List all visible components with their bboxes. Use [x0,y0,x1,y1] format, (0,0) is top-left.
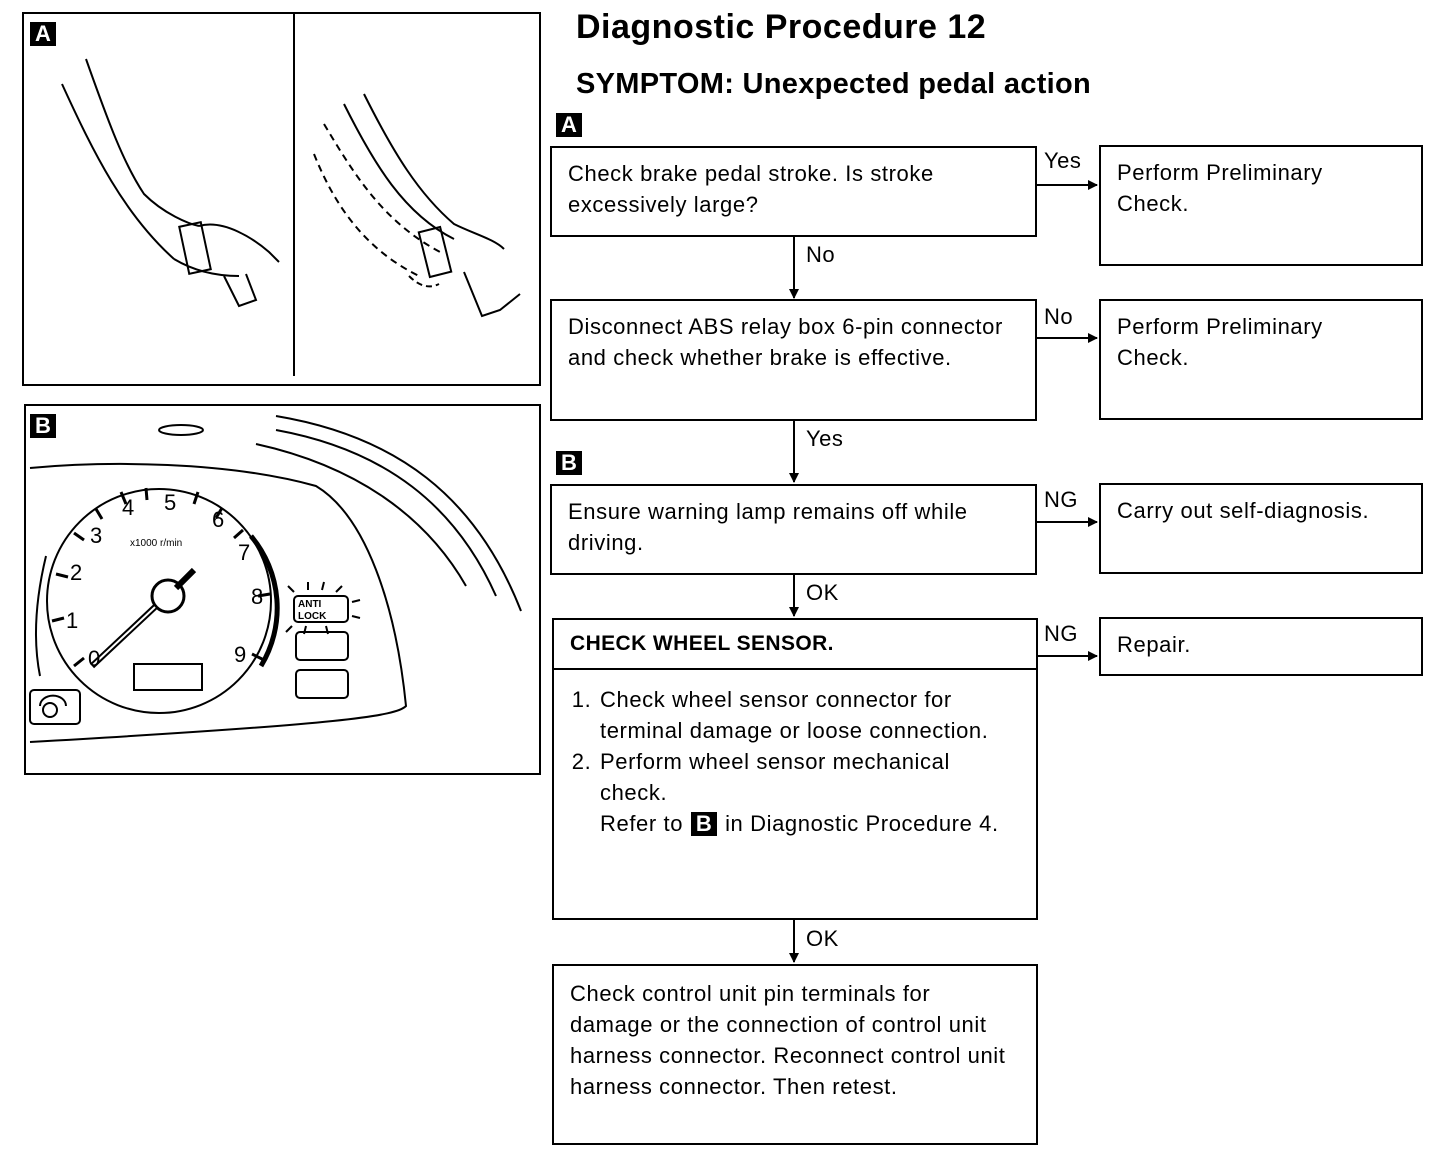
instrument-cluster-illustration: 0 1 2 3 4 5 6 7 8 9 x1000 r/min ANTI LOC… [29,415,522,743]
step4-body: Check wheel sensor connector for termina… [554,670,1036,849]
brake-pedal-illustration [61,14,521,376]
figure-a-tag: A [30,22,56,46]
result-box-1: Perform Preliminary Check. [1099,145,1423,266]
branch-label-step3-down: OK [806,580,839,605]
branch-label-step3-side: NG [1044,487,1078,512]
tach-number-4: 4 [122,495,134,520]
branch-label-step2-down: Yes [806,426,844,451]
tach-number-5: 5 [164,490,176,515]
step4-heading: CHECK WHEEL SENSOR. [554,620,1036,670]
page-title: Diagnostic Procedure 12 [576,8,987,46]
result-box-4: Repair. [1099,617,1423,676]
step4-item-2: Perform wheel sensor mechanical check. R… [598,746,1020,839]
step-box-3: Ensure warning lamp remains off while dr… [550,484,1037,575]
tach-number-3: 3 [90,523,102,548]
step4-refer-suffix: in Diagnostic Procedure 4. [725,811,999,836]
tach-number-8: 8 [251,584,263,609]
step4-item-1: Check wheel sensor connector for termina… [598,684,1020,746]
step-box-5: Check control unit pin terminals for dam… [552,964,1038,1145]
tach-ticks [51,487,271,668]
tach-number-9: 9 [234,642,246,667]
branch-label-step4-down: OK [806,926,839,951]
tach-number-0: 0 [88,646,100,671]
section-a-tag: A [556,113,582,137]
branch-label-step4-side: NG [1044,621,1078,646]
figure-b-panel: B 0 1 2 3 [24,404,541,775]
step-box-1: Check brake pedal stroke. Is stroke exce… [550,146,1037,237]
figure-b-tag: B [30,414,56,438]
tach-number-7: 7 [238,540,250,565]
step-box-2: Disconnect ABS relay box 6-pin connector… [550,299,1037,421]
branch-label-step1-down: No [806,242,836,267]
step-box-4: CHECK WHEEL SENSOR. Check wheel sensor c… [552,618,1038,920]
symptom-heading: SYMPTOM: Unexpected pedal action [576,68,1092,100]
tach-unit-label: x1000 r/min [130,538,182,549]
branch-label-step1-side: Yes [1044,148,1082,173]
anti-lock-lamp-line2: LOCK [298,611,327,622]
step4-refer-tag: B [691,812,718,836]
tach-number-6: 6 [212,507,224,532]
result-box-2: Perform Preliminary Check. [1099,299,1423,420]
step4-refer-prefix: Refer to [600,811,684,836]
branch-label-step2-side: No [1044,304,1074,329]
tach-number-2: 2 [70,560,82,585]
anti-lock-lamp-line1: ANTI [298,599,322,610]
tach-number-1: 1 [66,608,78,633]
section-b-tag: B [556,451,582,475]
step4-item-2-text: Perform wheel sensor mechanical check. [600,749,950,805]
step4-list: Check wheel sensor connector for termina… [570,684,1020,839]
figure-a-panel: A [22,12,541,386]
result-box-3: Carry out self-diagnosis. [1099,483,1423,574]
